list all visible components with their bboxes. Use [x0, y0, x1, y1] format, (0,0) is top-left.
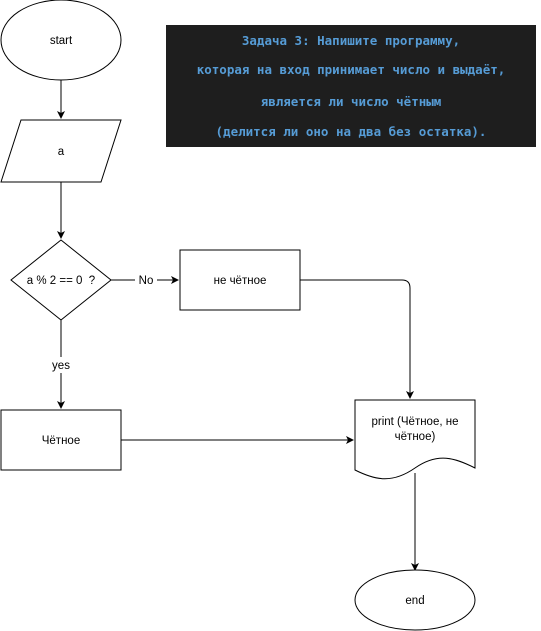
input-label: a — [58, 146, 65, 158]
end-terminator[interactable] — [354, 569, 476, 631]
start-terminator[interactable] — [0, 0, 122, 81]
print-document[interactable] — [354, 399, 476, 480]
not-even-process[interactable] — [179, 249, 301, 311]
task-note-line-1: Задача 3: Напишите программу, — [241, 33, 461, 48]
decision-diamond[interactable] — [10, 239, 112, 321]
even-label: Чётное — [42, 435, 80, 447]
edge-noteven-to-print — [300, 279, 414, 399]
decision-label: a % 2 == 0 ? — [27, 275, 95, 287]
task-note-line-2: которая на вход принимает число и выдаёт… — [196, 62, 506, 77]
not-even-label: не чётное — [214, 275, 267, 287]
edge-label-no: No — [139, 275, 154, 287]
task-note: Задача 3: Напишите программу, которая на… — [166, 25, 536, 147]
task-note-line-3: является ли число чётным — [260, 94, 442, 109]
even-process[interactable] — [0, 409, 122, 471]
input-parallelogram[interactable] — [0, 119, 122, 183]
start-label: start — [50, 35, 73, 47]
print-label-line1: print (Чётное, не — [371, 416, 458, 428]
end-label: end — [405, 595, 424, 607]
task-note-line-4: (делится ли оно на два без остатка). — [215, 124, 487, 139]
edge-label-yes: yes — [52, 360, 70, 372]
print-label-line2: чётное) — [395, 431, 436, 443]
